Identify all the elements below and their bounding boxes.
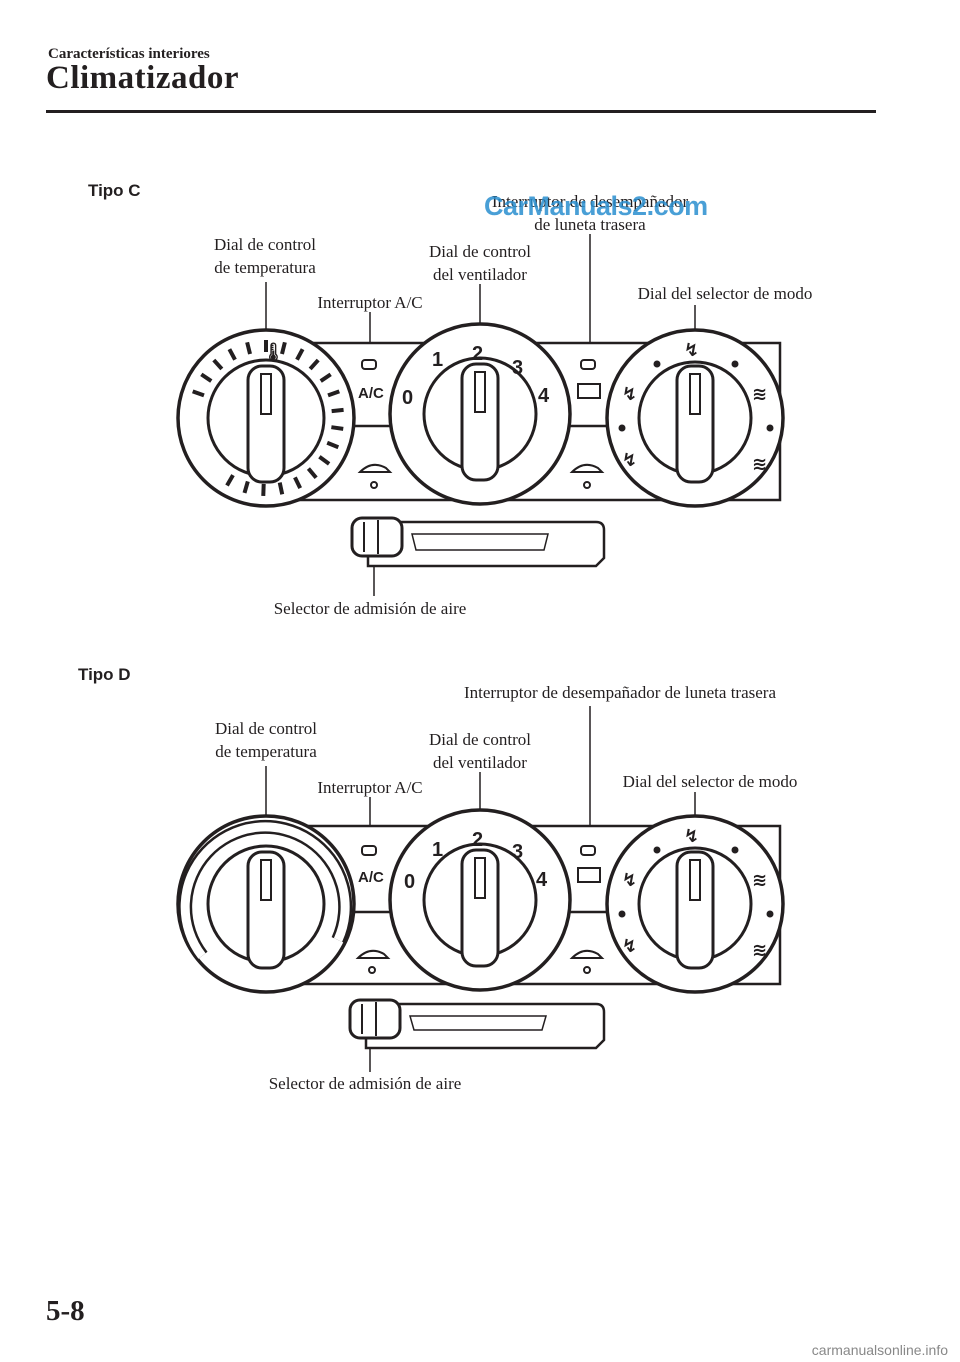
temperature-tick (295, 348, 305, 361)
label-mode-dial-c: Dial del selector de modo (637, 284, 813, 303)
rear-defrost-icon (577, 383, 601, 399)
temperature-tick (225, 474, 235, 487)
temperature-dial-c: 🌡 (176, 328, 356, 508)
vent-floor-icon: ↯ (622, 450, 637, 470)
temperature-tick (327, 389, 340, 398)
temperature-tick (318, 455, 331, 466)
fan-speed-0: 0 (402, 387, 413, 409)
fan-speed-3: 3 (512, 841, 523, 863)
section-heading: Características interiores (48, 46, 210, 62)
mode-dial-c: ↯ ↯ ↯ ≋ ≋ (605, 328, 785, 508)
temperature-tick (319, 372, 332, 383)
page-title: Climatizador (46, 60, 239, 96)
fan-dial-d: 0 1 2 3 4 (388, 808, 572, 992)
fan-speed-4: 4 (536, 869, 548, 891)
fan-speed-2: 2 (472, 829, 483, 851)
temperature-tick (331, 425, 344, 431)
temperature-tick (306, 467, 318, 480)
fan-speed-3: 3 (512, 357, 523, 379)
temperature-dial-d (176, 814, 356, 994)
vent-floor-defrost-icon: ≋ (752, 384, 767, 404)
temperature-tick (242, 480, 250, 494)
fan-dial-c: 0 1 2 3 4 (388, 322, 572, 506)
air-intake-slider-d (348, 998, 606, 1050)
title-rule (46, 110, 876, 113)
temperature-tick (212, 358, 224, 371)
fan-speed-1: 1 (432, 349, 443, 371)
fan-speed-2: 2 (472, 343, 483, 365)
label-mode-dial-d: Dial del selector de modo (622, 772, 798, 791)
vent-face-icon: ↯ (684, 826, 699, 846)
air-intake-slider-c (350, 516, 606, 568)
label-air-intake-d: Selector de admisión de aire (268, 1074, 462, 1093)
defrost-icon: ≋ (752, 454, 767, 474)
vent-floor-icon: ↯ (622, 936, 637, 956)
type-c-heading: Tipo C (88, 181, 141, 200)
defrost-icon: ≋ (752, 940, 767, 960)
temperature-tick (245, 341, 252, 355)
temperature-tick (280, 341, 287, 355)
vent-floor-defrost-icon: ≋ (752, 870, 767, 890)
ac-text-c: A/C (358, 385, 384, 402)
page-number: 5-8 (46, 1295, 85, 1327)
temperature-tick (293, 476, 302, 489)
temperature-tick (326, 440, 340, 450)
temperature-tick (331, 407, 344, 414)
label-air-intake-c: Selector de admisión de aire (273, 599, 467, 618)
vent-bilevel-icon: ↯ (622, 870, 637, 890)
ac-text-d: A/C (358, 869, 384, 886)
fan-speed-4: 4 (538, 385, 550, 407)
temperature-tick (227, 348, 237, 361)
thermometer-icon: 🌡 (262, 342, 285, 362)
label-ac-switch-c: Interruptor A/C (317, 293, 423, 312)
footer-source: carmanualsonline.info (811, 1342, 948, 1358)
fan-speed-1: 1 (432, 839, 443, 861)
temperature-tick (192, 389, 205, 398)
mode-dial-d: ↯ ↯ ↯ ≋ ≋ (605, 814, 785, 994)
panel-c: 🌡 A/C ✿ 0 1 2 3 4 ↯ ↯ ↯ ≋ ≋ (176, 234, 785, 596)
temperature-tick (277, 482, 285, 495)
type-d-heading: Tipo D (78, 665, 131, 684)
fan-speed-0: 0 (404, 871, 415, 893)
vent-bilevel-icon: ↯ (622, 384, 637, 404)
temperature-tick (200, 372, 213, 383)
rear-defrost-icon (577, 867, 601, 883)
label-rear-defrost-d: Interruptor de desempañador de luneta tr… (464, 683, 776, 702)
watermark: CarManuals2.com (484, 191, 708, 221)
temperature-tick (308, 358, 320, 371)
vent-face-icon: ↯ (684, 340, 699, 360)
label-ac-switch-d: Interruptor A/C (317, 778, 423, 797)
